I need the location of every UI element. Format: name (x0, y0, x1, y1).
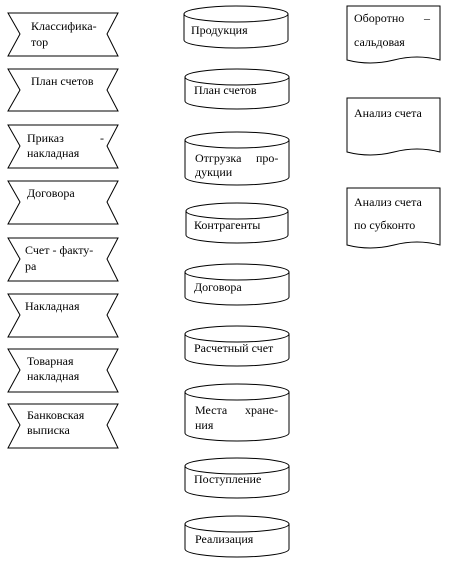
input-doc-label-3a: Приказ (27, 131, 64, 145)
database-shape-1 (183, 5, 289, 49)
report-label-3b: по субконто (354, 218, 416, 232)
input-doc-label-8a: Банковская (27, 408, 85, 422)
database-label-3b: про- (256, 151, 279, 165)
input-doc-label-4: Договора (27, 186, 75, 200)
input-doc-label-6: Накладная (25, 299, 80, 313)
database-label-3c: дукции (195, 165, 233, 179)
report-shape-2 (346, 97, 441, 156)
input-doc-shape-2 (7, 68, 119, 112)
database-label-2: План счетов (194, 83, 257, 97)
database-shape-2 (184, 68, 290, 110)
database-label-3a: Отгрузка (195, 151, 242, 165)
report-label-2: Анализ счета (354, 106, 422, 120)
report-label-1a: Оборотно (354, 11, 405, 25)
database-shape-4 (185, 202, 289, 244)
input-doc-label-1a: Классифика- (31, 19, 97, 33)
database-shape-3 (184, 131, 290, 186)
database-label-7c: ния (195, 418, 214, 432)
input-doc-label-7b: накладная (27, 369, 80, 383)
database-label-7a: Места (195, 403, 228, 417)
database-shape-8 (184, 457, 290, 499)
input-doc-shape-3 (7, 124, 119, 169)
database-label-5: Договора (194, 280, 242, 294)
report-label-3a: Анализ счета (354, 195, 422, 209)
input-doc-label-3b: накладная (27, 146, 80, 160)
database-label-4: Контрагенты (194, 218, 261, 232)
report-label-1b: – (424, 11, 430, 25)
input-doc-shape-5 (7, 237, 119, 282)
input-doc-label-2: План счетов (31, 74, 94, 88)
database-shape-6 (184, 325, 290, 367)
input-doc-label-5b: ра (25, 259, 37, 273)
input-doc-shape-1 (7, 12, 119, 57)
input-doc-label-3-dash: - (100, 131, 104, 145)
input-doc-label-8b: выписка (27, 423, 70, 437)
database-label-8: Поступление (194, 472, 262, 486)
report-shape-3 (346, 187, 441, 249)
database-shape-7 (184, 383, 290, 442)
database-label-7b: хране- (245, 403, 279, 417)
report-shape-1 (346, 5, 441, 64)
input-doc-label-1b: тор (31, 35, 49, 49)
database-label-6: Расчетный счет (194, 341, 274, 355)
input-doc-shape-6 (7, 293, 119, 338)
database-shape-5 (184, 263, 290, 306)
input-doc-shape-7 (7, 348, 119, 393)
report-label-1c: сальдовая (354, 35, 405, 49)
database-label-9: Реализация (195, 532, 254, 546)
input-doc-label-7a: Товарная (27, 354, 74, 368)
input-doc-shape-4 (7, 180, 119, 225)
database-shape-9 (184, 515, 290, 558)
input-doc-label-5a: Счет - факту- (25, 243, 94, 257)
input-doc-shape-8 (7, 403, 119, 449)
database-label-1: Продукция (191, 23, 248, 37)
